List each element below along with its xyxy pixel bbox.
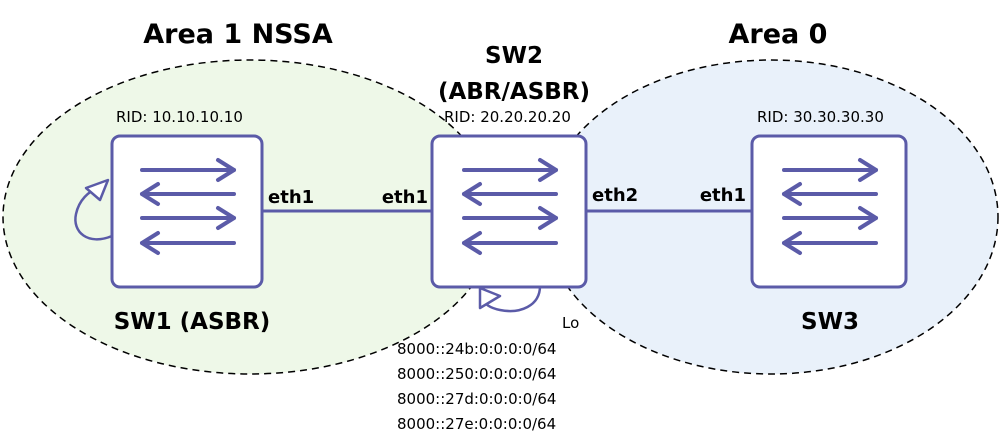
sw1-name: SW1 (ASBR)	[114, 309, 271, 335]
sw1-rid: RID: 10.10.10.10	[116, 108, 243, 126]
prefix-1: 8000::24b:0:0:0:0/64	[397, 340, 556, 358]
sw2-switch-box	[430, 134, 588, 289]
sw2-port-eth1: eth1	[382, 187, 428, 208]
sw1-loop-arrow-icon	[74, 178, 113, 241]
sw3-rid: RID: 30.30.30.30	[757, 108, 884, 126]
sw2-rid: RID: 20.20.20.20	[444, 108, 571, 126]
switch-arrows-icon	[462, 158, 558, 255]
prefix-4: 8000::27e:0:0:0:0/64	[397, 415, 556, 433]
sw2-switch[interactable]	[430, 134, 588, 289]
sw1-switch[interactable]	[110, 134, 264, 289]
sw2-name: SW2	[485, 43, 543, 69]
prefix-2: 8000::250:0:0:0:0/64	[397, 365, 556, 383]
prefix-3: 8000::27d:0:0:0:0/64	[397, 390, 556, 408]
switch-arrows-icon	[782, 158, 878, 255]
switch-arrows-icon	[140, 158, 236, 255]
sw3-switch-box	[750, 134, 908, 289]
sw1-port-eth1: eth1	[268, 187, 314, 208]
sw2-port-eth2: eth2	[592, 185, 638, 206]
sw3-port-eth1: eth1	[700, 185, 746, 206]
area-1-title: Area 1 NSSA	[143, 19, 333, 50]
area-0-title: Area 0	[729, 19, 828, 50]
sw1-switch-box	[110, 134, 264, 289]
sw2-loop-arrow-icon	[478, 285, 542, 313]
sw2-loopback-label: Lo	[562, 314, 579, 332]
sw2-role: (ABR/ASBR)	[438, 79, 590, 105]
sw3-switch[interactable]	[750, 134, 908, 289]
sw3-name: SW3	[801, 309, 859, 335]
